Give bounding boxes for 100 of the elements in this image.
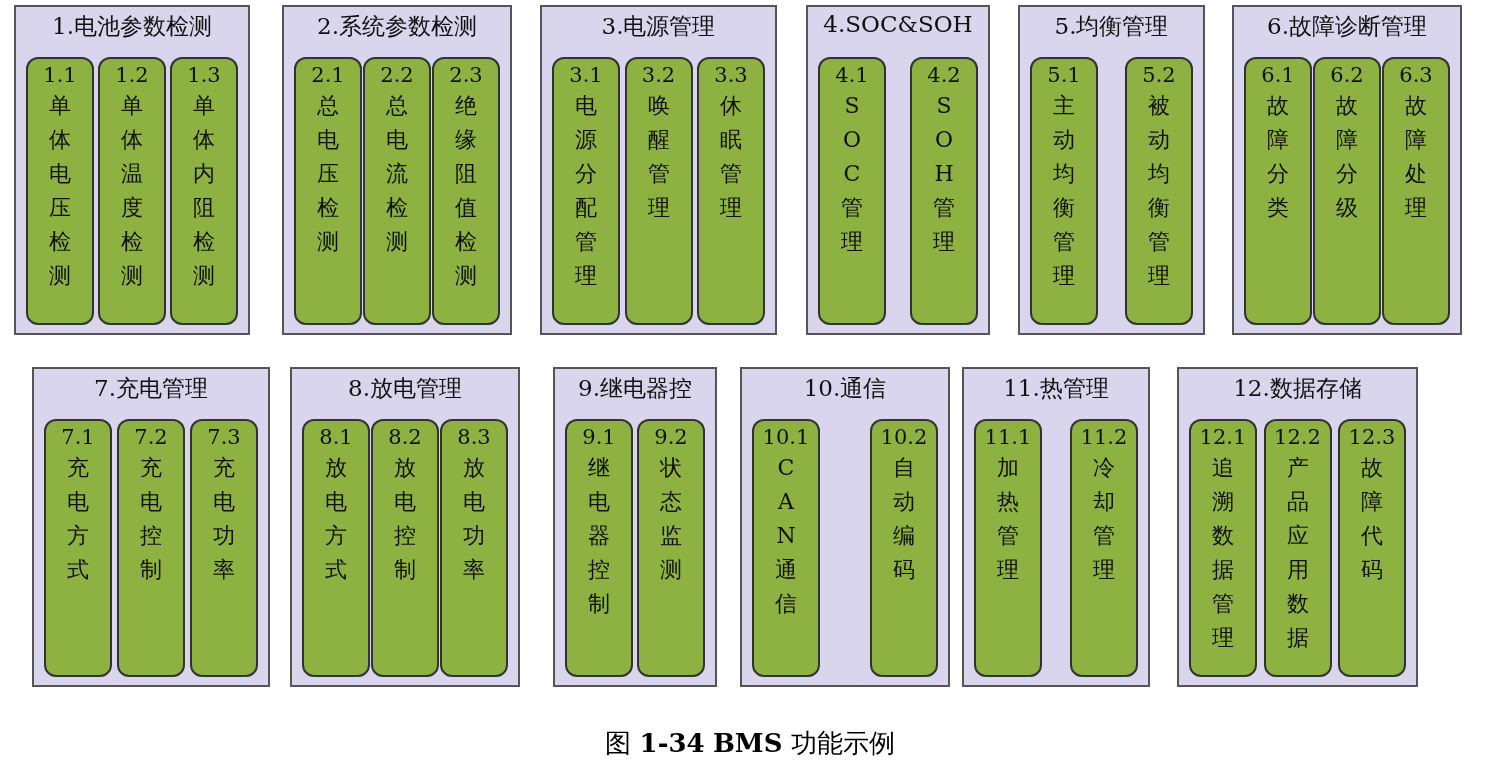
item-label: 自动编码 — [893, 454, 915, 585]
item-number: 5.1 — [1047, 63, 1081, 87]
function-group — [962, 367, 1150, 687]
item-label: 电源分配管理 — [575, 92, 597, 291]
item-label: 被动均衡管理 — [1148, 92, 1170, 291]
item-number: 6.2 — [1330, 63, 1364, 87]
group-title: 10.通信 — [802, 374, 888, 403]
item-label: 充电方式 — [67, 454, 89, 585]
group-title: 11.热管理 — [1002, 374, 1110, 403]
item-number: 7.3 — [207, 425, 241, 449]
item-number: 3.3 — [714, 63, 748, 87]
function-group — [740, 367, 950, 687]
item-label: 绝缘阻值检测 — [455, 92, 477, 291]
function-item — [170, 57, 238, 325]
function-group — [14, 5, 250, 335]
function-item — [1244, 57, 1312, 325]
item-label: 冷却管理 — [1093, 454, 1115, 585]
item-label: SOH管理 — [933, 92, 955, 257]
group-title: 4.SOC&SOH — [822, 11, 974, 37]
item-label: 故障分类 — [1267, 92, 1289, 223]
item-number: 7.1 — [61, 425, 95, 449]
function-group — [553, 367, 717, 687]
item-number: 7.2 — [134, 425, 168, 449]
item-number: 12.2 — [1274, 425, 1321, 449]
group-title: 7.充电管理 — [93, 374, 209, 403]
function-group — [1177, 367, 1418, 687]
item-number: 6.1 — [1261, 63, 1295, 87]
item-number: 2.1 — [311, 63, 345, 87]
function-item — [637, 419, 705, 677]
item-label: 故障代码 — [1361, 454, 1383, 585]
item-label: 总电压检测 — [317, 92, 339, 257]
item-number: 1.1 — [43, 63, 77, 87]
function-group — [290, 367, 520, 687]
item-label: 唤醒管理 — [647, 92, 670, 223]
item-label: 加热管理 — [997, 454, 1019, 585]
function-group — [1018, 5, 1205, 335]
function-item — [870, 419, 938, 677]
function-item — [697, 57, 765, 325]
group-title: 8.放电管理 — [347, 374, 463, 403]
item-number: 1.3 — [187, 63, 221, 87]
item-label: 单体电压检测 — [49, 92, 71, 291]
function-item — [294, 57, 362, 325]
item-label: SOC管理 — [841, 92, 863, 257]
function-item — [190, 419, 258, 677]
item-number: 10.1 — [762, 425, 810, 449]
item-label: 主动均衡管理 — [1053, 92, 1075, 291]
item-number: 9.2 — [654, 425, 688, 449]
figure-caption: 图 1-34 BMS 功能示例 — [605, 728, 895, 758]
item-label: 放电方式 — [325, 454, 347, 585]
item-number: 1.2 — [115, 63, 149, 87]
item-label: 单体内阻检测 — [193, 92, 215, 291]
function-item — [552, 57, 620, 325]
item-number: 12.1 — [1199, 425, 1247, 449]
function-item — [363, 57, 431, 325]
function-group — [806, 5, 990, 335]
item-number: 6.3 — [1399, 63, 1433, 87]
function-item — [117, 419, 185, 677]
item-number: 11.2 — [1080, 425, 1128, 449]
item-label: 休眠管理 — [720, 92, 742, 223]
item-label: 继电器控制 — [588, 454, 610, 619]
item-number: 11.1 — [984, 425, 1032, 449]
function-item — [752, 419, 820, 677]
function-item — [302, 419, 370, 677]
function-item — [565, 419, 633, 677]
group-title: 1.电池参数检测 — [51, 12, 213, 41]
item-number: 8.2 — [388, 425, 422, 449]
function-item — [910, 57, 978, 325]
function-item — [974, 419, 1042, 677]
item-number: 12.3 — [1348, 425, 1396, 449]
item-label: 状态监测 — [660, 454, 682, 585]
item-label: 放电功率 — [463, 454, 485, 585]
function-item — [1382, 57, 1450, 325]
function-item — [98, 57, 166, 325]
function-item — [432, 57, 500, 325]
function-item — [371, 419, 439, 677]
item-label: 单体温度检测 — [121, 92, 143, 291]
group-title: 5.均衡管理 — [1053, 12, 1170, 41]
function-item — [818, 57, 886, 325]
group-title: 12.数据存储 — [1232, 374, 1363, 403]
function-item — [1189, 419, 1257, 677]
function-item — [44, 419, 112, 677]
function-item — [1263, 419, 1332, 677]
group-title: 3.电源管理 — [600, 12, 717, 41]
item-number: 5.2 — [1142, 63, 1176, 87]
item-number: 4.2 — [927, 63, 961, 87]
item-label: 故障分级 — [1336, 92, 1358, 223]
item-label: 总电流检测 — [386, 92, 408, 257]
item-number: 8.3 — [457, 425, 491, 449]
group-title: 9.继电器控 — [577, 374, 693, 403]
item-number: 2.3 — [449, 63, 483, 87]
item-label: 充电控制 — [140, 454, 162, 585]
function-group — [1232, 5, 1462, 335]
function-item — [26, 57, 94, 325]
item-label: 追溯数据管理 — [1212, 454, 1234, 653]
item-number: 4.1 — [835, 63, 869, 87]
function-group — [540, 5, 777, 335]
item-number: 3.2 — [641, 63, 676, 87]
item-number: 8.1 — [319, 425, 353, 449]
function-item — [440, 419, 508, 677]
item-label: 充电功率 — [213, 454, 235, 585]
